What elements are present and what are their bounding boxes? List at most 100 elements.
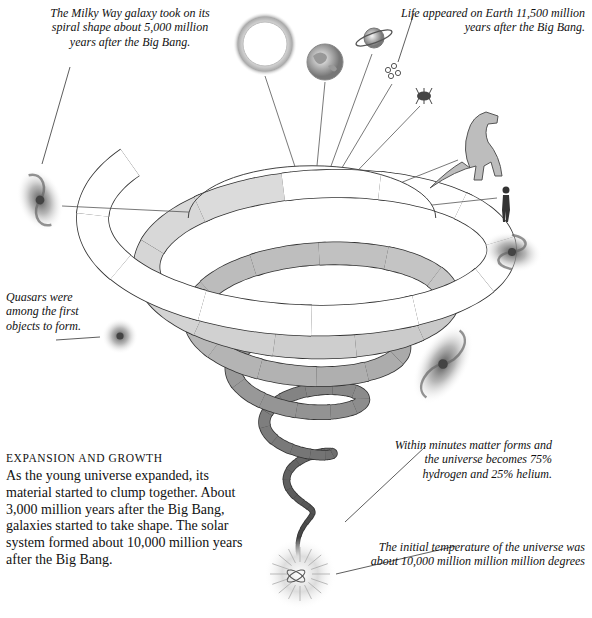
- spiral-edge: [264, 411, 268, 427]
- spiral-edge: [300, 310, 415, 320]
- big-bang-ray: [311, 564, 328, 570]
- molecule-figure: [388, 73, 393, 78]
- dinosaur-figure: [430, 112, 502, 188]
- spiral-edge: [289, 461, 298, 470]
- elliptical-galaxy: [416, 327, 470, 401]
- spiral-edge: [254, 367, 316, 376]
- spiral-face: [293, 410, 331, 413]
- beetle-figure: [428, 88, 432, 96]
- spiral-face: [289, 488, 296, 497]
- spiral-edge: [386, 258, 437, 279]
- big-bang-ray: [300, 586, 301, 601]
- spiral-edge: [306, 517, 310, 522]
- spiral-galaxy: [507, 247, 516, 256]
- sun-figure: [233, 12, 297, 76]
- spiral-face: [200, 186, 293, 210]
- spiral-edge: [308, 507, 312, 511]
- spiral-galaxy: [497, 233, 527, 271]
- spiral-face: [152, 206, 206, 246]
- spiral-edge: [192, 303, 311, 321]
- spiral-edge: [152, 206, 206, 246]
- spiral-edge: [327, 407, 354, 412]
- beetle-figure: [424, 88, 425, 96]
- spiral-face: [311, 372, 367, 377]
- spiral-face: [265, 425, 275, 439]
- big-bang-ray: [308, 555, 321, 566]
- spiral-edge: [289, 488, 296, 497]
- beetle-figure: [416, 88, 420, 96]
- spoke-line: [359, 106, 420, 170]
- spiral-face: [319, 253, 392, 259]
- spoke-line: [342, 84, 392, 167]
- spiral-galaxy: [479, 227, 545, 277]
- big-bang-ray: [272, 564, 289, 570]
- human-figure: [502, 195, 510, 222]
- spiral-edge: [207, 263, 259, 289]
- spoke-line: [62, 206, 189, 212]
- big-bang-ray: [279, 555, 292, 566]
- spiral-face: [192, 303, 311, 321]
- spoke-line: [265, 76, 295, 166]
- spiral-face: [386, 258, 437, 279]
- spiral-face: [302, 502, 309, 507]
- spiral-edge: [93, 209, 121, 267]
- beetle-figure: [428, 96, 432, 104]
- spiral-face: [266, 342, 355, 346]
- spiral-face: [207, 263, 259, 289]
- callout-label: The initial temperature of the universe …: [350, 540, 585, 569]
- spiral-edge: [93, 162, 130, 214]
- atom-orbit: [285, 568, 306, 585]
- spiral-face: [309, 454, 326, 455]
- spiral-face: [283, 183, 389, 187]
- spiral-galaxy: [479, 227, 545, 277]
- beetle-figure: [424, 96, 425, 104]
- spiral-face: [333, 388, 356, 392]
- spiral-galaxy: [34, 194, 45, 205]
- spiral-face: [302, 522, 306, 529]
- spiral-edge: [266, 342, 355, 346]
- callout-label: Within minutes matter forms and the univ…: [380, 438, 552, 481]
- spiral-face: [273, 439, 291, 450]
- molecule-figure: [391, 63, 396, 68]
- spiral-edge: [259, 399, 296, 410]
- spiral-face: [254, 367, 316, 376]
- spiral-face: [294, 496, 302, 503]
- human-figure: [503, 187, 510, 194]
- spoke-line: [317, 82, 325, 166]
- callout-label: Quasars were among the first objects to …: [6, 290, 88, 333]
- spiral-edge: [294, 496, 302, 503]
- elliptical-galaxy: [436, 357, 449, 370]
- spiral-edge: [406, 280, 484, 312]
- spiral-edge: [310, 514, 313, 518]
- spiral-edge: [302, 522, 306, 529]
- molecule-figure: [385, 67, 390, 72]
- spiral-face: [406, 280, 484, 312]
- quasar-figure: [116, 332, 123, 339]
- leader-line: [42, 67, 70, 164]
- spiral-edge: [306, 388, 335, 391]
- spiral-edge: [287, 470, 290, 480]
- spiral-edge: [237, 381, 262, 400]
- spiral-edge: [200, 186, 293, 210]
- spiral-face: [289, 461, 298, 470]
- spiral-face: [380, 186, 467, 209]
- spiral-edge: [283, 183, 389, 187]
- spiral-face: [282, 390, 309, 399]
- spiral-face: [253, 253, 326, 265]
- spiral-edge: [299, 528, 302, 536]
- big-bang-ray: [312, 574, 330, 575]
- leader-line: [398, 13, 414, 62]
- spiral-face: [299, 528, 302, 536]
- spiral-edge: [309, 454, 326, 455]
- spiral-edge: [319, 253, 392, 259]
- section-heading: EXPANSION AND GROWTH: [6, 452, 256, 466]
- spiral-edge: [282, 390, 309, 399]
- earth-figure: [307, 44, 343, 80]
- spiral-face: [362, 358, 396, 373]
- spiral-edge: [265, 425, 275, 439]
- spiral-edge: [380, 186, 467, 209]
- spiral-face: [93, 162, 130, 214]
- big-bang-ray: [270, 574, 288, 575]
- big-bang-ray: [300, 547, 301, 562]
